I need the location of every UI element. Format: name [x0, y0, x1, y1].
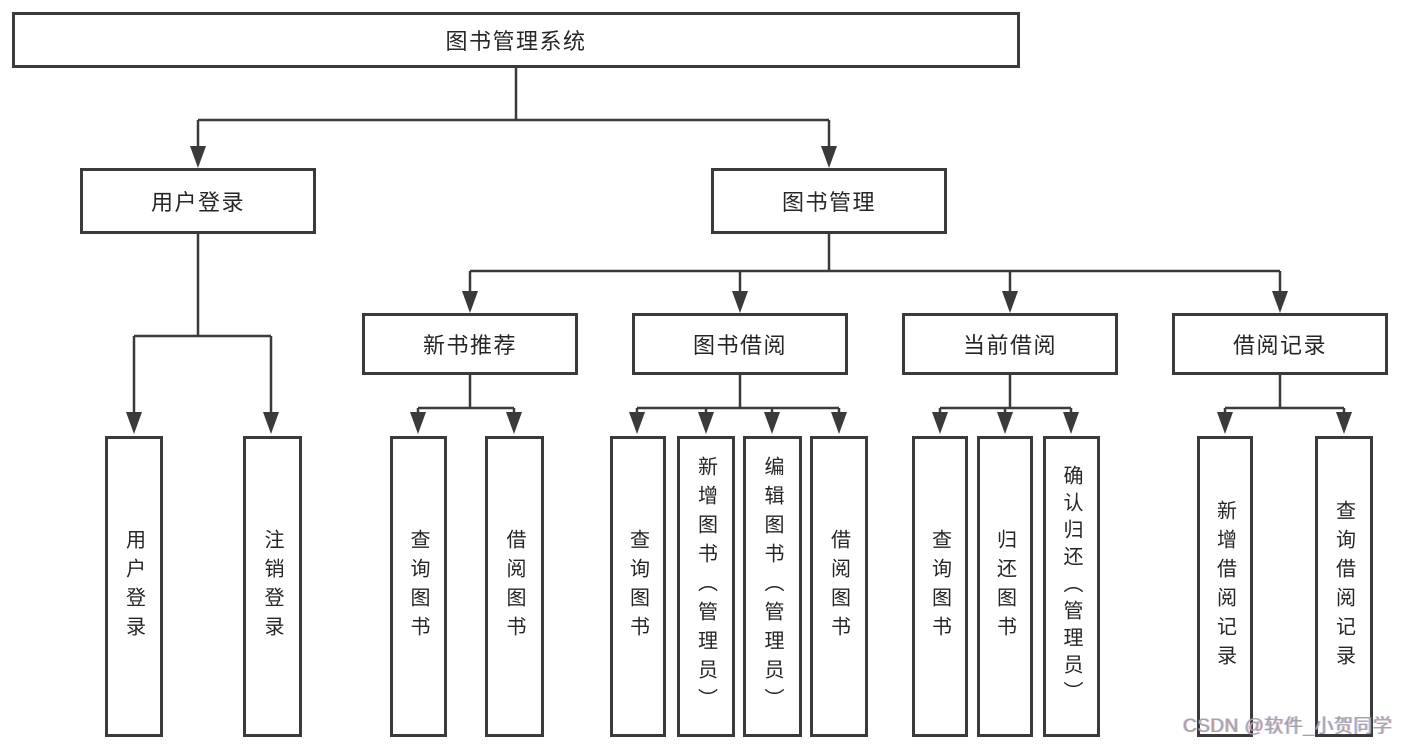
- leaf-label: 借阅图书: [503, 528, 525, 645]
- node-current-borrowing: 当前借阅: [902, 313, 1118, 375]
- leaf-add-books-admin: 新增图书（管理员）: [677, 436, 735, 737]
- leaf-return-books: 归还图书: [977, 436, 1033, 737]
- leaf-query-books-current: 查询图书: [912, 436, 968, 737]
- node-label: 图书管理系统: [445, 29, 587, 54]
- leaf-label: 确认归还（管理员）: [1060, 465, 1082, 708]
- leaf-add-borrow-record: 新增借阅记录: [1197, 436, 1253, 737]
- leaf-query-borrow-record: 查询借阅记录: [1315, 436, 1373, 737]
- leaf-label: 借阅图书: [827, 528, 850, 645]
- leaf-confirm-return-admin: 确认归还（管理员）: [1043, 436, 1100, 737]
- arrowhead-icons: [126, 146, 1352, 434]
- node-book-borrowing: 图书借阅: [632, 313, 848, 375]
- leaf-borrow-books-recommend: 借阅图书: [485, 436, 544, 737]
- node-borrow-records: 借阅记录: [1172, 313, 1388, 375]
- node-label: 新书推荐: [422, 333, 517, 358]
- leaf-query-books-borrowing: 查询图书: [610, 436, 666, 737]
- leaf-borrow-books: 借阅图书: [810, 436, 868, 737]
- node-label: 图书借阅: [692, 333, 787, 358]
- leaf-edit-books-admin: 编辑图书（管理员）: [743, 436, 802, 737]
- node-book-management: 图书管理: [711, 168, 947, 234]
- node-label: 借阅记录: [1232, 333, 1327, 358]
- node-label: 用户登录: [150, 190, 245, 215]
- csdn-watermark: CSDN @软件_小贺同学: [1183, 716, 1393, 737]
- leaf-query-books-recommend: 查询图书: [390, 436, 447, 737]
- leaf-label: 查询图书: [407, 528, 429, 645]
- node-user-login: 用户登录: [80, 168, 316, 234]
- leaf-label: 用户登录: [122, 528, 145, 645]
- leaf-label: 查询图书: [928, 528, 951, 645]
- node-root-system: 图书管理系统: [12, 12, 1020, 68]
- leaf-label: 注销登录: [261, 528, 283, 645]
- node-label: 图书管理: [781, 190, 876, 215]
- leaf-logout: 注销登录: [243, 436, 302, 737]
- leaf-label: 新增图书（管理员）: [694, 456, 717, 717]
- leaf-user-login: 用户登录: [105, 436, 163, 737]
- leaf-label: 查询借阅记录: [1332, 499, 1355, 674]
- leaf-label: 查询图书: [626, 528, 649, 645]
- leaf-label: 归还图书: [993, 528, 1016, 645]
- node-new-book-recommend: 新书推荐: [362, 313, 578, 375]
- leaf-label: 新增借阅记录: [1213, 499, 1236, 674]
- leaf-label: 编辑图书（管理员）: [761, 456, 783, 717]
- node-label: 当前借阅: [962, 333, 1057, 358]
